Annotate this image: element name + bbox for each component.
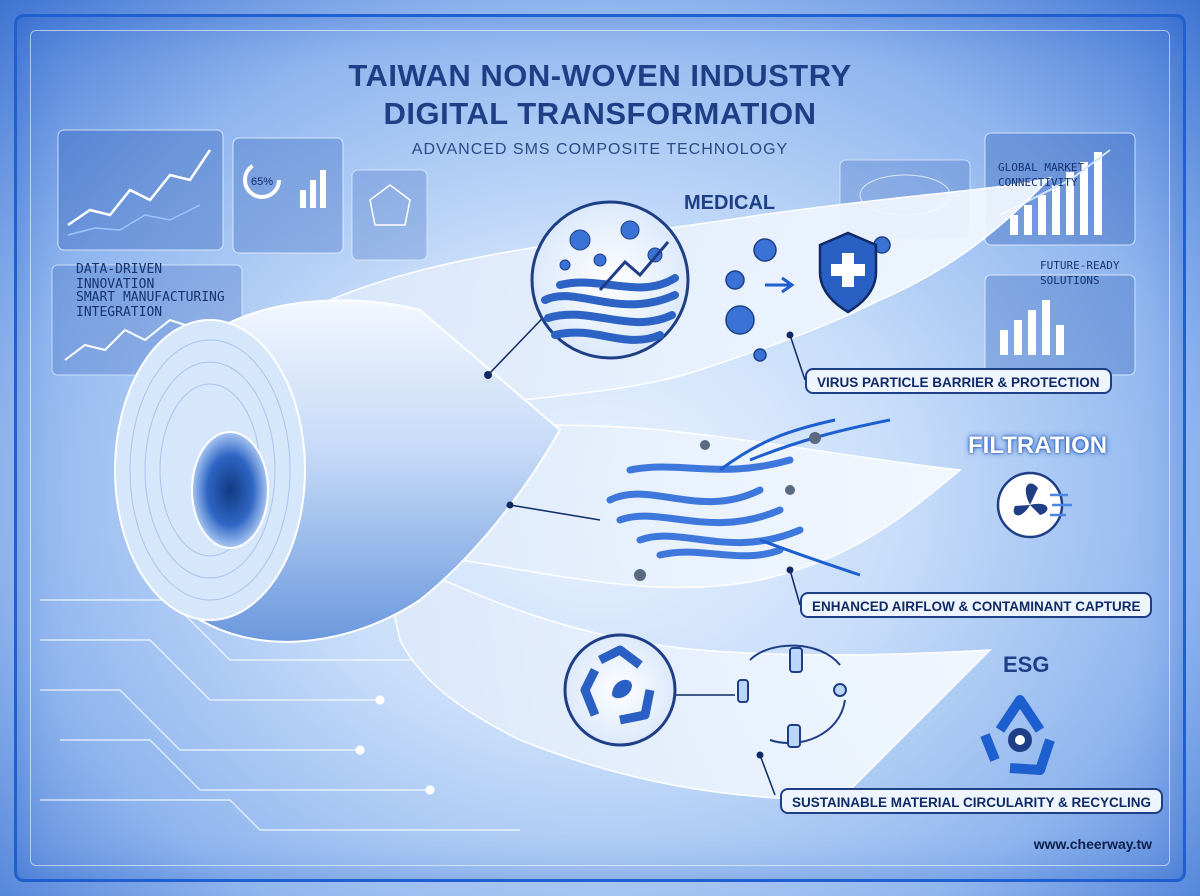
right-label-1-line1: GLOBAL MARKET — [998, 161, 1085, 174]
left-dashboard-panels: 65% — [51, 129, 428, 376]
fan-icon — [996, 471, 1072, 539]
right-label-2-line1: FUTURE-READY — [1040, 259, 1120, 272]
page-title-line1: TAIWAN NON-WOVEN INDUSTRY — [348, 58, 852, 93]
outer-frame — [14, 14, 1186, 882]
left-label-2-line1: SMART MANUFACTURING — [76, 290, 225, 305]
right-label-global-market: GLOBAL MARKET CONNECTIVITY — [998, 160, 1084, 190]
recycle-gear-icon — [980, 695, 1055, 775]
bottle-icon — [789, 647, 803, 673]
caption-esg: SUSTAINABLE MATERIAL CIRCULARITY & RECYC… — [780, 788, 1164, 814]
page-title-line2: DIGITAL TRANSFORMATION — [383, 96, 817, 131]
filtration-fibers — [606, 456, 804, 560]
section-title-medical: MEDICAL — [684, 192, 776, 214]
virus-icon — [725, 236, 891, 362]
left-label-smart-manufacturing: SMART MANUFACTURING INTEGRATION — [76, 290, 225, 320]
leaf-recycle-icon — [563, 633, 735, 747]
left-label-1-line2: INNOVATION — [76, 277, 155, 292]
inner-frame — [30, 30, 1170, 866]
left-label-2-line2: INTEGRATION — [76, 305, 163, 320]
left-label-data-driven: DATA-DRIVEN INNOVATION — [76, 262, 162, 292]
gauge-value: 65% — [251, 176, 273, 188]
shield-cross-icon — [818, 231, 878, 314]
section-title-esg: ESG — [1003, 652, 1050, 677]
caption-filtration: ENHANCED AIRFLOW & CONTAMINANT CAPTURE — [800, 592, 1153, 618]
caption-medical: VIRUS PARTICLE BARRIER & PROTECTION — [805, 368, 1112, 394]
fabric-roll — [114, 299, 562, 643]
website-url[interactable]: www.cheerway.tw — [1033, 836, 1152, 852]
section-title-filtration: FILTRATION — [968, 432, 1108, 459]
recycle-cycle-icons — [737, 644, 847, 748]
left-label-1-line1: DATA-DRIVEN — [76, 262, 163, 277]
right-label-2-line2: SOLUTIONS — [1040, 274, 1100, 287]
medical-zoom-circle — [484, 200, 690, 379]
right-label-future-ready: FUTURE-READY SOLUTIONS — [1040, 258, 1119, 288]
right-label-1-line2: CONNECTIVITY — [998, 176, 1078, 189]
page-subtitle: ADVANCED SMS COMPOSITE TECHNOLOGY — [411, 141, 789, 158]
